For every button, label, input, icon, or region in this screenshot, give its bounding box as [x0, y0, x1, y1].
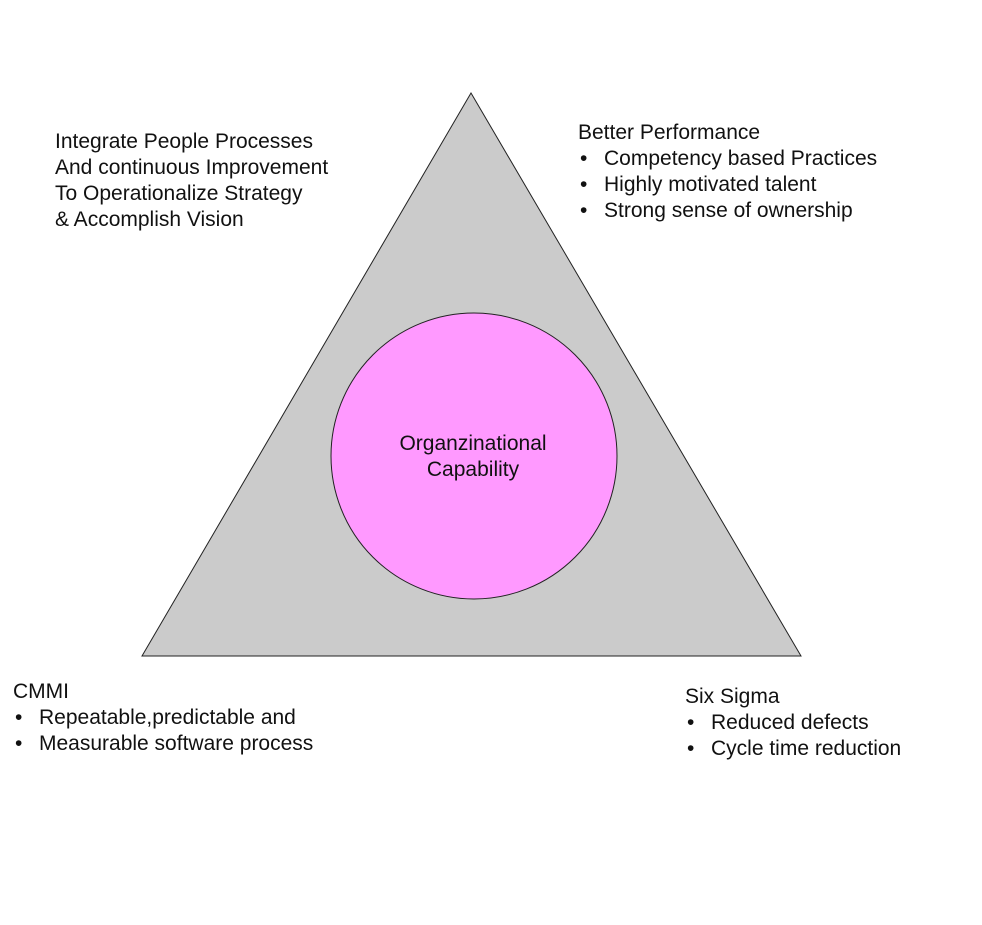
bullet-item: Reduced defects [685, 710, 901, 736]
bullet-item: Measurable software process [13, 731, 313, 757]
block-title: CMMI [13, 680, 69, 703]
block-title: Better Performance [578, 121, 761, 144]
center-label-line: Organzinational [399, 432, 547, 455]
block-title: Six Sigma [685, 685, 780, 708]
statement-line: Integrate People Processes [55, 130, 313, 153]
bullet-item: Strong sense of ownership [578, 198, 877, 224]
center-label: Organzinational Capability [373, 431, 573, 483]
capability-circle [330, 312, 618, 600]
cmmi-block: CMMI Repeatable,predictable and Measurab… [13, 679, 313, 757]
better-performance-block: Better Performance Competency based Prac… [578, 120, 877, 224]
statement-line: & Accomplish Vision [55, 208, 244, 231]
statement-line: And continuous Improvement [55, 156, 329, 179]
bullet-item: Competency based Practices [578, 146, 877, 172]
center-label-line: Capability [426, 458, 520, 481]
six-sigma-block: Six Sigma Reduced defects Cycle time red… [685, 684, 901, 762]
statement-line: To Operationalize Strategy [55, 182, 303, 205]
bullet-item: Repeatable,predictable and [13, 705, 313, 731]
bullet-item: Highly motivated talent [578, 172, 877, 198]
top-left-statement: Integrate People Processes And continuou… [55, 129, 328, 233]
bullet-item: Cycle time reduction [685, 736, 901, 762]
